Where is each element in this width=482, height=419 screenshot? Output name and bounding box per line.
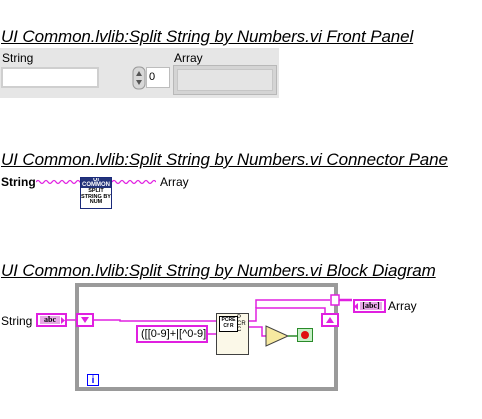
connector-input-label: String bbox=[1, 175, 36, 189]
vi-icon-banner: UI COMMON bbox=[81, 177, 111, 188]
empty-string-compare bbox=[265, 325, 290, 347]
array-element bbox=[177, 69, 273, 91]
stop-icon bbox=[301, 331, 309, 339]
regex-constant[interactable]: ([[0-9]+|[^0-9]+) bbox=[136, 325, 208, 343]
block-diagram-heading: UI Common.lvlib:Split String by Numbers.… bbox=[1, 261, 436, 280]
index-stepper[interactable] bbox=[132, 66, 146, 90]
array-wire-inner bbox=[255, 299, 330, 308]
connector-input-wire bbox=[36, 179, 84, 185]
string-control-label: String bbox=[2, 51, 34, 65]
loop-iteration-terminal[interactable]: i bbox=[87, 374, 99, 386]
vi-icon-text: SPLIT STRING BY NUM bbox=[81, 188, 111, 205]
string-wire-to-node bbox=[93, 319, 216, 322]
string-wire-to-compare bbox=[249, 326, 266, 337]
connector-output-wire bbox=[112, 179, 156, 185]
node-terminals: P CR C bbox=[237, 315, 246, 333]
increment-arrow-icon bbox=[136, 71, 142, 76]
while-loop-frame bbox=[75, 283, 338, 391]
array-indicator-label: Array bbox=[174, 51, 203, 65]
connector-pane-heading: UI Common.lvlib:Split String by Numbers.… bbox=[1, 150, 448, 169]
diagram-string-label: String bbox=[1, 314, 33, 328]
string-terminal[interactable]: abc bbox=[36, 313, 67, 327]
connector-output-label: Array bbox=[160, 175, 189, 189]
array-index-display[interactable]: 0 bbox=[146, 67, 170, 88]
loop-condition-terminal[interactable] bbox=[297, 328, 313, 342]
vi-icon[interactable]: UI COMMON SPLIT STRING BY NUM bbox=[80, 177, 112, 209]
array-terminal[interactable]: [abc] bbox=[353, 299, 386, 313]
indexing-tunnel bbox=[330, 294, 340, 306]
string-wire-feedback bbox=[249, 307, 326, 322]
pcre-icon: PCRE Cf R bbox=[219, 316, 238, 332]
string-control[interactable] bbox=[1, 67, 99, 88]
match-regular-expression-node[interactable]: PCRE Cf R P CR C bbox=[216, 313, 249, 355]
block-diagram-canvas bbox=[66, 283, 352, 391]
decrement-arrow-icon bbox=[136, 80, 142, 85]
front-panel-heading: UI Common.lvlib:Split String by Numbers.… bbox=[1, 27, 414, 46]
diagram-array-label: Array bbox=[388, 299, 417, 313]
